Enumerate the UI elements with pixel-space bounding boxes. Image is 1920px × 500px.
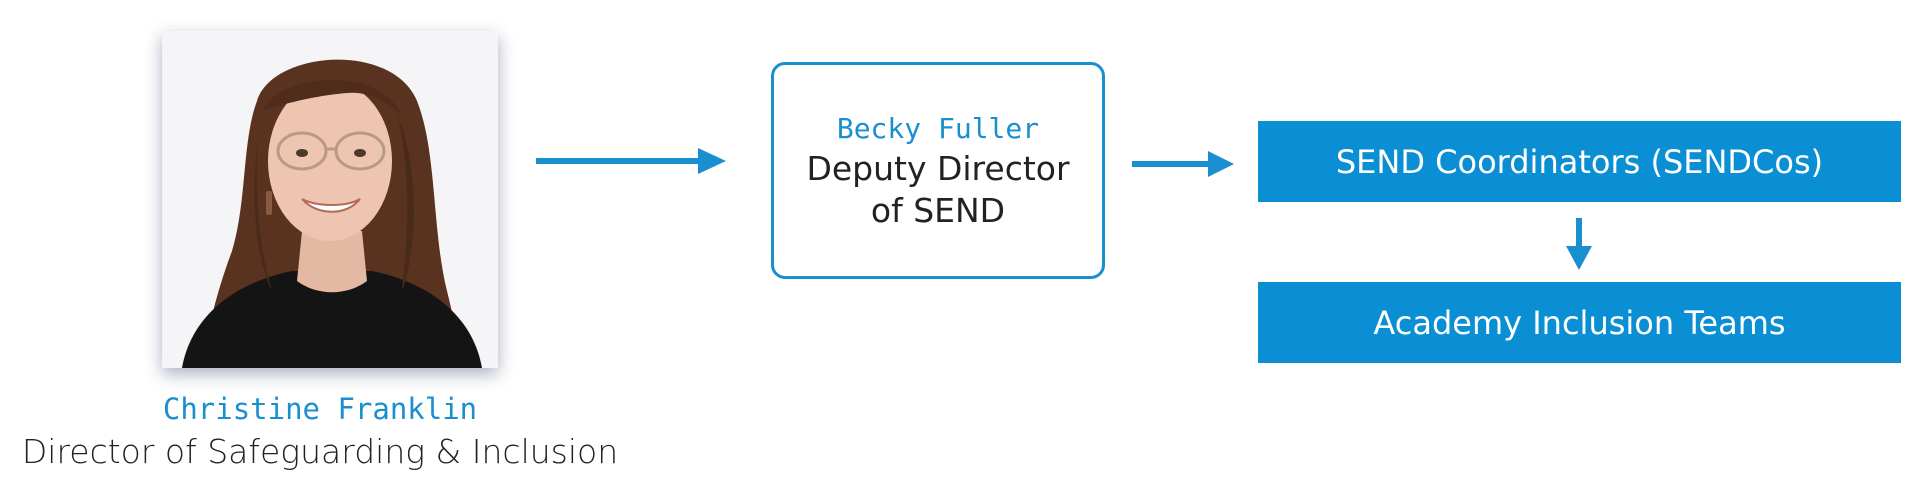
deputy-role: Deputy Director of SEND <box>806 148 1070 230</box>
director-name: Christine Franklin <box>162 392 478 426</box>
sendcos-box: SEND Coordinators (SENDCos) <box>1258 121 1901 202</box>
director-photo <box>162 31 498 368</box>
arrow-right-icon <box>1132 151 1234 177</box>
portrait-image <box>162 31 498 368</box>
arrow-right-icon <box>536 148 726 174</box>
inclusion-teams-box: Academy Inclusion Teams <box>1258 282 1901 363</box>
deputy-box: Becky Fuller Deputy Director of SEND <box>771 62 1105 279</box>
arrow-down-icon <box>1566 218 1592 270</box>
director-role: Director of Safeguarding & Inclusion <box>21 432 619 471</box>
deputy-name: Becky Fuller <box>836 111 1040 145</box>
